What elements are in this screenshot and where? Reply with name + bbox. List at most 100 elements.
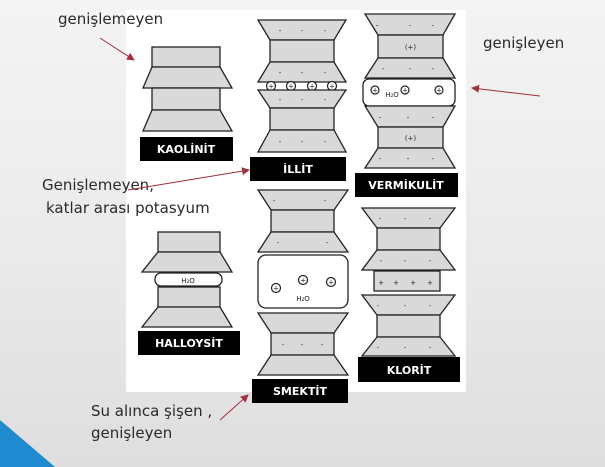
clay-structures: ------++++---------(+)---+++H₂O---(+)---… xyxy=(140,13,457,376)
octahedral-layer xyxy=(269,107,335,131)
charge-mark: - xyxy=(301,96,304,104)
annotation-smektit-line2: genişleyen xyxy=(91,424,172,442)
label-kaolinit-text: KAOLİNİT xyxy=(157,142,216,156)
charge-mark: - xyxy=(404,215,407,223)
octahedral-layer xyxy=(157,231,221,253)
label-smektit-text: SMEKTİT xyxy=(273,384,328,398)
cation-charge: + xyxy=(372,87,378,95)
charge-mark: - xyxy=(279,96,282,104)
octahedral-layer xyxy=(376,314,441,338)
charge-mark: - xyxy=(379,114,382,122)
charge-mark: + xyxy=(378,279,384,287)
charge-mark: - xyxy=(324,69,327,77)
arrow-to-vermikulit xyxy=(471,84,541,97)
charge-mark: - xyxy=(407,155,410,163)
octahedral-layer xyxy=(373,270,441,292)
tetrahedral-layer xyxy=(363,147,457,169)
label-vermikulit: VERMİKULİT xyxy=(355,173,458,197)
charge-mark: - xyxy=(404,302,407,310)
tetrahedral-layer xyxy=(256,129,348,153)
charge-mark: - xyxy=(429,344,432,352)
charge-mark: - xyxy=(382,65,385,73)
label-klorit: KLORİT xyxy=(358,357,460,382)
tetrahedral-layer xyxy=(256,189,350,211)
label-klorit-text: KLORİT xyxy=(387,363,432,377)
charge-mark: - xyxy=(409,65,412,73)
charge-mark: - xyxy=(432,114,435,122)
charge-mark: - xyxy=(432,65,435,73)
label-smektit: SMEKTİT xyxy=(252,379,348,403)
charge-mark: - xyxy=(321,341,324,349)
label-vermikulit-text: VERMİKULİT xyxy=(368,178,444,192)
charge-mark: - xyxy=(301,138,304,146)
cation-charge: + xyxy=(288,83,294,91)
charge-mark: - xyxy=(301,69,304,77)
charge-mark: - xyxy=(279,27,282,35)
arrow-to-kaolinit xyxy=(99,37,135,61)
water-label: H₂O xyxy=(296,295,310,303)
charge-mark: - xyxy=(324,96,327,104)
cation-icon xyxy=(325,276,337,288)
tetrahedral-layer xyxy=(142,66,234,89)
accent-triangle xyxy=(0,420,55,467)
charge-mark: + xyxy=(410,279,416,287)
tetrahedral-layer xyxy=(142,109,234,132)
cation-icon xyxy=(297,274,309,286)
octahedral-layer xyxy=(157,286,221,308)
charge-mark: - xyxy=(379,155,382,163)
cation-icon xyxy=(400,85,410,95)
cation-charge: + xyxy=(436,87,442,95)
label-illit: İLLİT xyxy=(250,157,346,181)
arrow-to-smektit xyxy=(219,394,249,421)
octahedral-layer xyxy=(270,209,335,233)
charge-mark: (+) xyxy=(405,44,417,52)
charge-mark: - xyxy=(404,257,407,265)
tetrahedral-layer xyxy=(256,61,348,83)
charge-mark: - xyxy=(273,197,276,205)
charge-mark: - xyxy=(380,257,383,265)
label-halloysit: HALLOYSİT xyxy=(138,331,240,355)
charge-mark: - xyxy=(324,27,327,35)
octahedral-layer xyxy=(151,87,221,111)
tetrahedral-layer xyxy=(140,306,234,328)
charge-mark: - xyxy=(279,69,282,77)
tetrahedral-layer xyxy=(360,249,457,271)
charge-mark: - xyxy=(429,215,432,223)
charge-mark: - xyxy=(277,239,280,247)
charge-mark: - xyxy=(279,138,282,146)
charge-mark: - xyxy=(376,22,379,30)
cation-charge: + xyxy=(273,285,279,293)
charge-mark: - xyxy=(432,155,435,163)
interlayer-water xyxy=(154,272,223,287)
cation-icon xyxy=(370,85,380,95)
cation-icon xyxy=(434,85,444,95)
cation-charge: + xyxy=(328,279,334,287)
annotation-smektit-line1: Su alınca şişen , xyxy=(91,402,212,420)
charge-mark: - xyxy=(429,257,432,265)
charge-mark: - xyxy=(324,138,327,146)
charge-mark: - xyxy=(404,344,407,352)
tetrahedral-layer xyxy=(360,336,457,357)
cation-charge: + xyxy=(268,83,274,91)
tetrahedral-layer xyxy=(256,312,350,334)
annotation-non-expanding: genişlemeyen xyxy=(58,10,163,28)
charge-mark: - xyxy=(301,341,304,349)
charge-mark: (+) xyxy=(405,135,417,143)
charge-mark: - xyxy=(324,197,327,205)
arrow-to-illit xyxy=(127,167,250,191)
cation-charge: + xyxy=(309,83,315,91)
tetrahedral-layer xyxy=(360,207,457,229)
charge-mark: + xyxy=(427,279,433,287)
cation-charge: + xyxy=(329,83,335,91)
cation-icon xyxy=(270,282,282,294)
label-kaolinit: KAOLİNİT xyxy=(140,137,233,161)
tetrahedral-layer xyxy=(256,231,350,253)
annotation-expanding: genişleyen xyxy=(483,34,564,52)
tetrahedral-layer xyxy=(256,354,350,376)
charge-mark: - xyxy=(301,27,304,35)
cation-charge: + xyxy=(300,277,306,285)
tetrahedral-layer xyxy=(363,57,457,79)
charge-mark: - xyxy=(326,239,329,247)
charge-mark: - xyxy=(282,341,285,349)
